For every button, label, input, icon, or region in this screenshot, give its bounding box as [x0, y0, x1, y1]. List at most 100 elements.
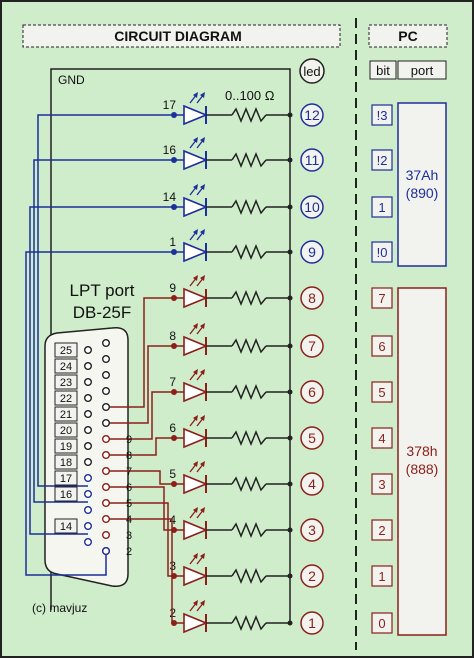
led-number-badge [300, 103, 324, 127]
connector-pin-label: 3 [126, 530, 132, 542]
bit-label: 1 [378, 569, 385, 584]
gnd-junction [287, 249, 293, 255]
connector-pin [83, 458, 92, 467]
led-column-badge [299, 58, 325, 84]
led-number-badge [300, 286, 324, 310]
pin-junction [171, 157, 177, 163]
data-wire [106, 518, 173, 623]
led-light-arrowhead [193, 600, 198, 606]
pin-number-label: 8 [169, 329, 176, 343]
led-number: 10 [304, 199, 320, 215]
led-light-arrowhead [200, 553, 205, 559]
connector-pin [101, 483, 110, 492]
resistor [231, 107, 267, 123]
led-light-arrowhead [200, 323, 205, 329]
led-diode [183, 519, 209, 541]
pin-number-label: 7 [169, 375, 176, 389]
led-row: 2 1 3 [106, 502, 393, 588]
pin-junction [171, 343, 177, 349]
bit-box [371, 149, 393, 171]
port-low-dec: (888) [406, 461, 439, 477]
connector-pin-label: 24 [60, 361, 72, 373]
connector-pin-label: 23 [60, 377, 72, 389]
connector-pin [101, 403, 110, 412]
led-light-arrowhead [200, 229, 205, 235]
port-high-hex: 37Ah [406, 167, 439, 183]
gnd-label: GND [58, 73, 85, 87]
resistor [231, 338, 267, 354]
led-number-badge [300, 564, 324, 588]
led-number-badge [300, 240, 324, 264]
gnd-junction [287, 389, 293, 395]
pin-number-label: 6 [169, 421, 176, 435]
connector-pin [83, 506, 92, 515]
pin-junction [171, 295, 177, 301]
port-column-label: port [411, 63, 434, 78]
header-box [22, 24, 341, 48]
led-diode [183, 335, 209, 357]
led-light-arrowhead [193, 369, 198, 375]
bit-label: 0 [378, 616, 385, 631]
led-light-arrowhead [200, 507, 205, 513]
led-number-badge [300, 380, 324, 404]
bit-label: 4 [378, 431, 385, 446]
connector-pin [83, 490, 92, 499]
led-row: 12!317 [37, 92, 393, 487]
connector-pin-label: 19 [60, 441, 72, 453]
led-diode [183, 104, 209, 126]
led-light-arrowhead [193, 92, 198, 98]
connector-pin [83, 426, 92, 435]
pin-number-label: 17 [163, 98, 177, 112]
resistor [231, 615, 267, 631]
pin-label-box [54, 390, 78, 406]
bit-label: 5 [378, 385, 385, 400]
pin-junction [171, 112, 177, 118]
bit-label: !0 [377, 245, 388, 260]
led-diode [183, 241, 209, 263]
led-diode [183, 565, 209, 587]
led-diode [183, 427, 209, 449]
led-light-arrowhead [200, 461, 205, 467]
connector-pin-label: 20 [60, 425, 72, 437]
bit-box [371, 196, 393, 218]
led-diode [183, 287, 209, 309]
led-light-arrowhead [200, 600, 205, 606]
connector-pin [83, 346, 92, 355]
connector-pin [101, 339, 110, 348]
bit-box [371, 241, 393, 263]
data-wire [33, 159, 172, 503]
connector-pin [101, 531, 110, 540]
pin-label-box [54, 422, 78, 438]
bit-box [371, 427, 393, 449]
connector-pin [83, 410, 92, 419]
led-number: 12 [304, 107, 320, 123]
bit-label: 3 [378, 477, 385, 492]
led-light-arrowhead [193, 137, 198, 143]
led-light-arrowhead [193, 553, 198, 559]
connector-pin [83, 378, 92, 387]
led-number: 7 [308, 338, 316, 354]
port-box-low [397, 287, 447, 636]
port-box-high [397, 102, 447, 267]
connector-pin-label: 2 [126, 546, 132, 558]
connector-pin [83, 362, 92, 371]
connector-pin [83, 394, 92, 403]
gnd-junction [287, 481, 293, 487]
pin-number-label: 16 [163, 143, 177, 157]
data-wire [29, 206, 172, 535]
gnd-junction [287, 573, 293, 579]
port-column-header [397, 60, 447, 80]
led-number-badge [300, 611, 324, 635]
connector-pin [83, 522, 92, 531]
led-light-arrowhead [200, 137, 205, 143]
bit-label: 7 [378, 291, 385, 306]
resistor-label: 0..100 Ω [225, 88, 275, 103]
resistor [231, 152, 267, 168]
connector-pin-label: 6 [126, 482, 132, 494]
connector-pin [101, 419, 110, 428]
led-number: 8 [308, 290, 316, 306]
connector-pin-label: 5 [126, 498, 132, 510]
data-wire [106, 502, 172, 577]
led-number-badge [300, 426, 324, 450]
